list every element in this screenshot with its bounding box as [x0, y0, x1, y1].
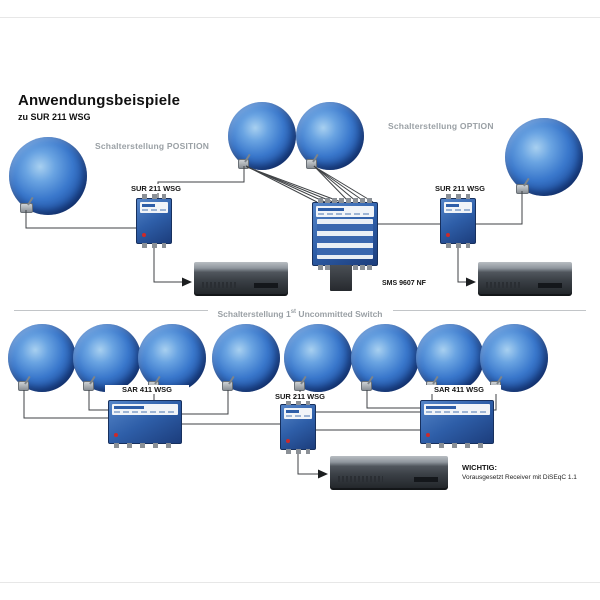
cable — [494, 390, 497, 411]
led-icon — [446, 233, 450, 237]
cable — [182, 390, 229, 415]
page-edge-top — [0, 17, 600, 18]
device-sar411-right — [420, 400, 494, 448]
arrow-icon — [466, 277, 476, 287]
cable — [314, 166, 374, 203]
satellite-dish — [73, 324, 141, 392]
uncommitted-suffix: Uncommitted Switch — [296, 309, 383, 319]
note-heading: WICHTIG: — [462, 463, 497, 472]
satellite-dish — [351, 324, 419, 392]
satellite-dish — [296, 102, 364, 170]
lnb-icon — [305, 159, 318, 169]
cable — [23, 390, 108, 419]
device-label: SUR 211 WSG — [258, 392, 342, 401]
device-label: SUR 211 WSG — [418, 184, 502, 193]
label-scenario-option: Schalterstellung OPTION — [388, 121, 494, 131]
multiswitch-stand — [330, 265, 352, 291]
satellite-dish — [505, 118, 583, 196]
device-label-strip — [444, 202, 472, 213]
label-scenario-uncommitted: Schalterstellung 1st Uncommitted Switch — [0, 304, 600, 322]
sat-receiver — [194, 262, 288, 296]
satellite-dish — [212, 324, 280, 392]
label-scenario-position: Schalterstellung POSITION — [95, 141, 210, 151]
led-icon — [114, 433, 118, 437]
device-sar411-left — [108, 400, 182, 448]
cable — [297, 448, 318, 475]
cable — [25, 210, 136, 229]
cable — [246, 166, 342, 203]
device-sur211-top-right — [440, 194, 476, 248]
cable — [88, 390, 108, 411]
sat-receiver — [330, 456, 448, 490]
device-label: SMS 9607 NF — [382, 280, 426, 287]
page-title: Anwendungsbeispiele — [18, 92, 181, 109]
lnb-icon — [237, 159, 250, 169]
device-label: SUR 211 WSG — [114, 184, 198, 193]
cable — [476, 191, 523, 225]
satellite-dish — [228, 102, 296, 170]
satellite-dish — [416, 324, 484, 392]
device-label: SAR 411 WSG — [105, 385, 189, 394]
device-multiswitch-sms9607 — [312, 198, 378, 270]
device-sur211-bottom — [280, 400, 316, 454]
uncommitted-prefix: Schalterstellung 1 — [217, 309, 291, 319]
device-label-strip — [284, 408, 312, 419]
satellite-dish — [284, 324, 352, 392]
uncommitted-sup: st — [290, 309, 297, 316]
cable — [153, 244, 182, 283]
arrow-icon — [318, 469, 328, 479]
arrow-icon — [182, 277, 192, 287]
lnb-icon — [293, 381, 306, 391]
cable — [366, 390, 420, 409]
page-edge-bottom — [0, 582, 600, 583]
multiswitch-panel — [317, 219, 373, 259]
lnb-icon — [360, 381, 373, 391]
device-label-strip — [424, 404, 490, 415]
lnb-icon — [17, 381, 30, 391]
cable — [314, 166, 366, 203]
device-label-strip — [316, 206, 374, 217]
cable — [313, 165, 358, 203]
lnb-icon — [82, 381, 95, 391]
page-subtitle: zu SUR 211 WSG — [18, 112, 91, 122]
led-icon — [426, 433, 430, 437]
lnb-icon — [221, 381, 234, 391]
cable — [157, 166, 245, 198]
satellite-dish — [8, 324, 76, 392]
cable — [313, 165, 350, 203]
sat-receiver — [478, 262, 572, 296]
cable — [245, 165, 318, 203]
led-icon — [142, 233, 146, 237]
satellite-dish — [9, 137, 87, 215]
device-sur211-top-left — [136, 194, 172, 248]
device-label: SAR 411 WSG — [417, 385, 501, 394]
satellite-dish — [480, 324, 548, 392]
led-icon — [286, 439, 290, 443]
device-label-strip — [140, 202, 168, 213]
note-body: Vorausgesetzt Receiver mit DiSEqC 1.1 — [462, 474, 577, 481]
device-label-strip — [112, 404, 178, 415]
cable — [457, 244, 466, 283]
